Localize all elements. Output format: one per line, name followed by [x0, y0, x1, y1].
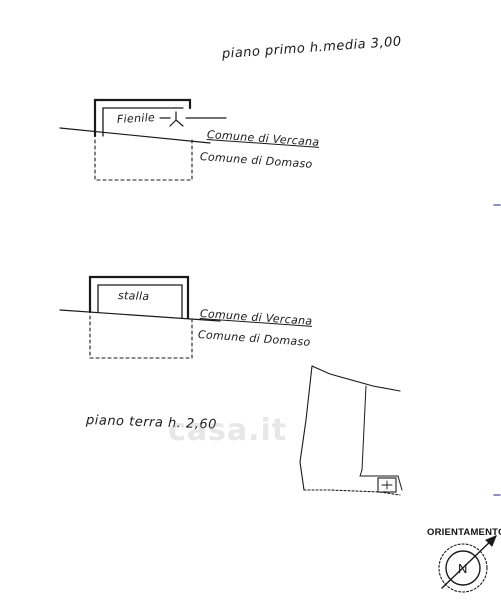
stalla-dashed-outline: [89, 315, 193, 359]
boundary-line-first: [59, 127, 211, 144]
site-outline-left: [299, 365, 313, 491]
compass-needle: [441, 535, 497, 589]
site-building-marker: [377, 477, 397, 493]
stalla-label: stalla: [117, 289, 150, 304]
orientation-label: ORIENTAMENTO: [427, 527, 501, 538]
fienile-outer-wall: [93, 98, 192, 138]
fienile-label: Fienile: [116, 111, 156, 126]
site-inner-line: [359, 385, 367, 477]
compass-outer-ring: [438, 543, 488, 593]
site-outline-top: [311, 365, 401, 392]
fienile-inner-wall: [102, 107, 184, 137]
site-outline-bottom: [303, 489, 401, 496]
fienile-dashed-outline: [94, 139, 193, 181]
compass-arrowhead: [485, 535, 497, 547]
boundary-line-ground: [59, 309, 221, 322]
watermark-logo: casa.it: [168, 413, 288, 448]
entrance-arrow: [169, 111, 184, 127]
compass-inner-ring: [445, 550, 481, 586]
stalla-inner-wall: [97, 284, 183, 319]
stalla-outer-wall: [88, 275, 190, 320]
north-letter: N: [458, 561, 468, 576]
